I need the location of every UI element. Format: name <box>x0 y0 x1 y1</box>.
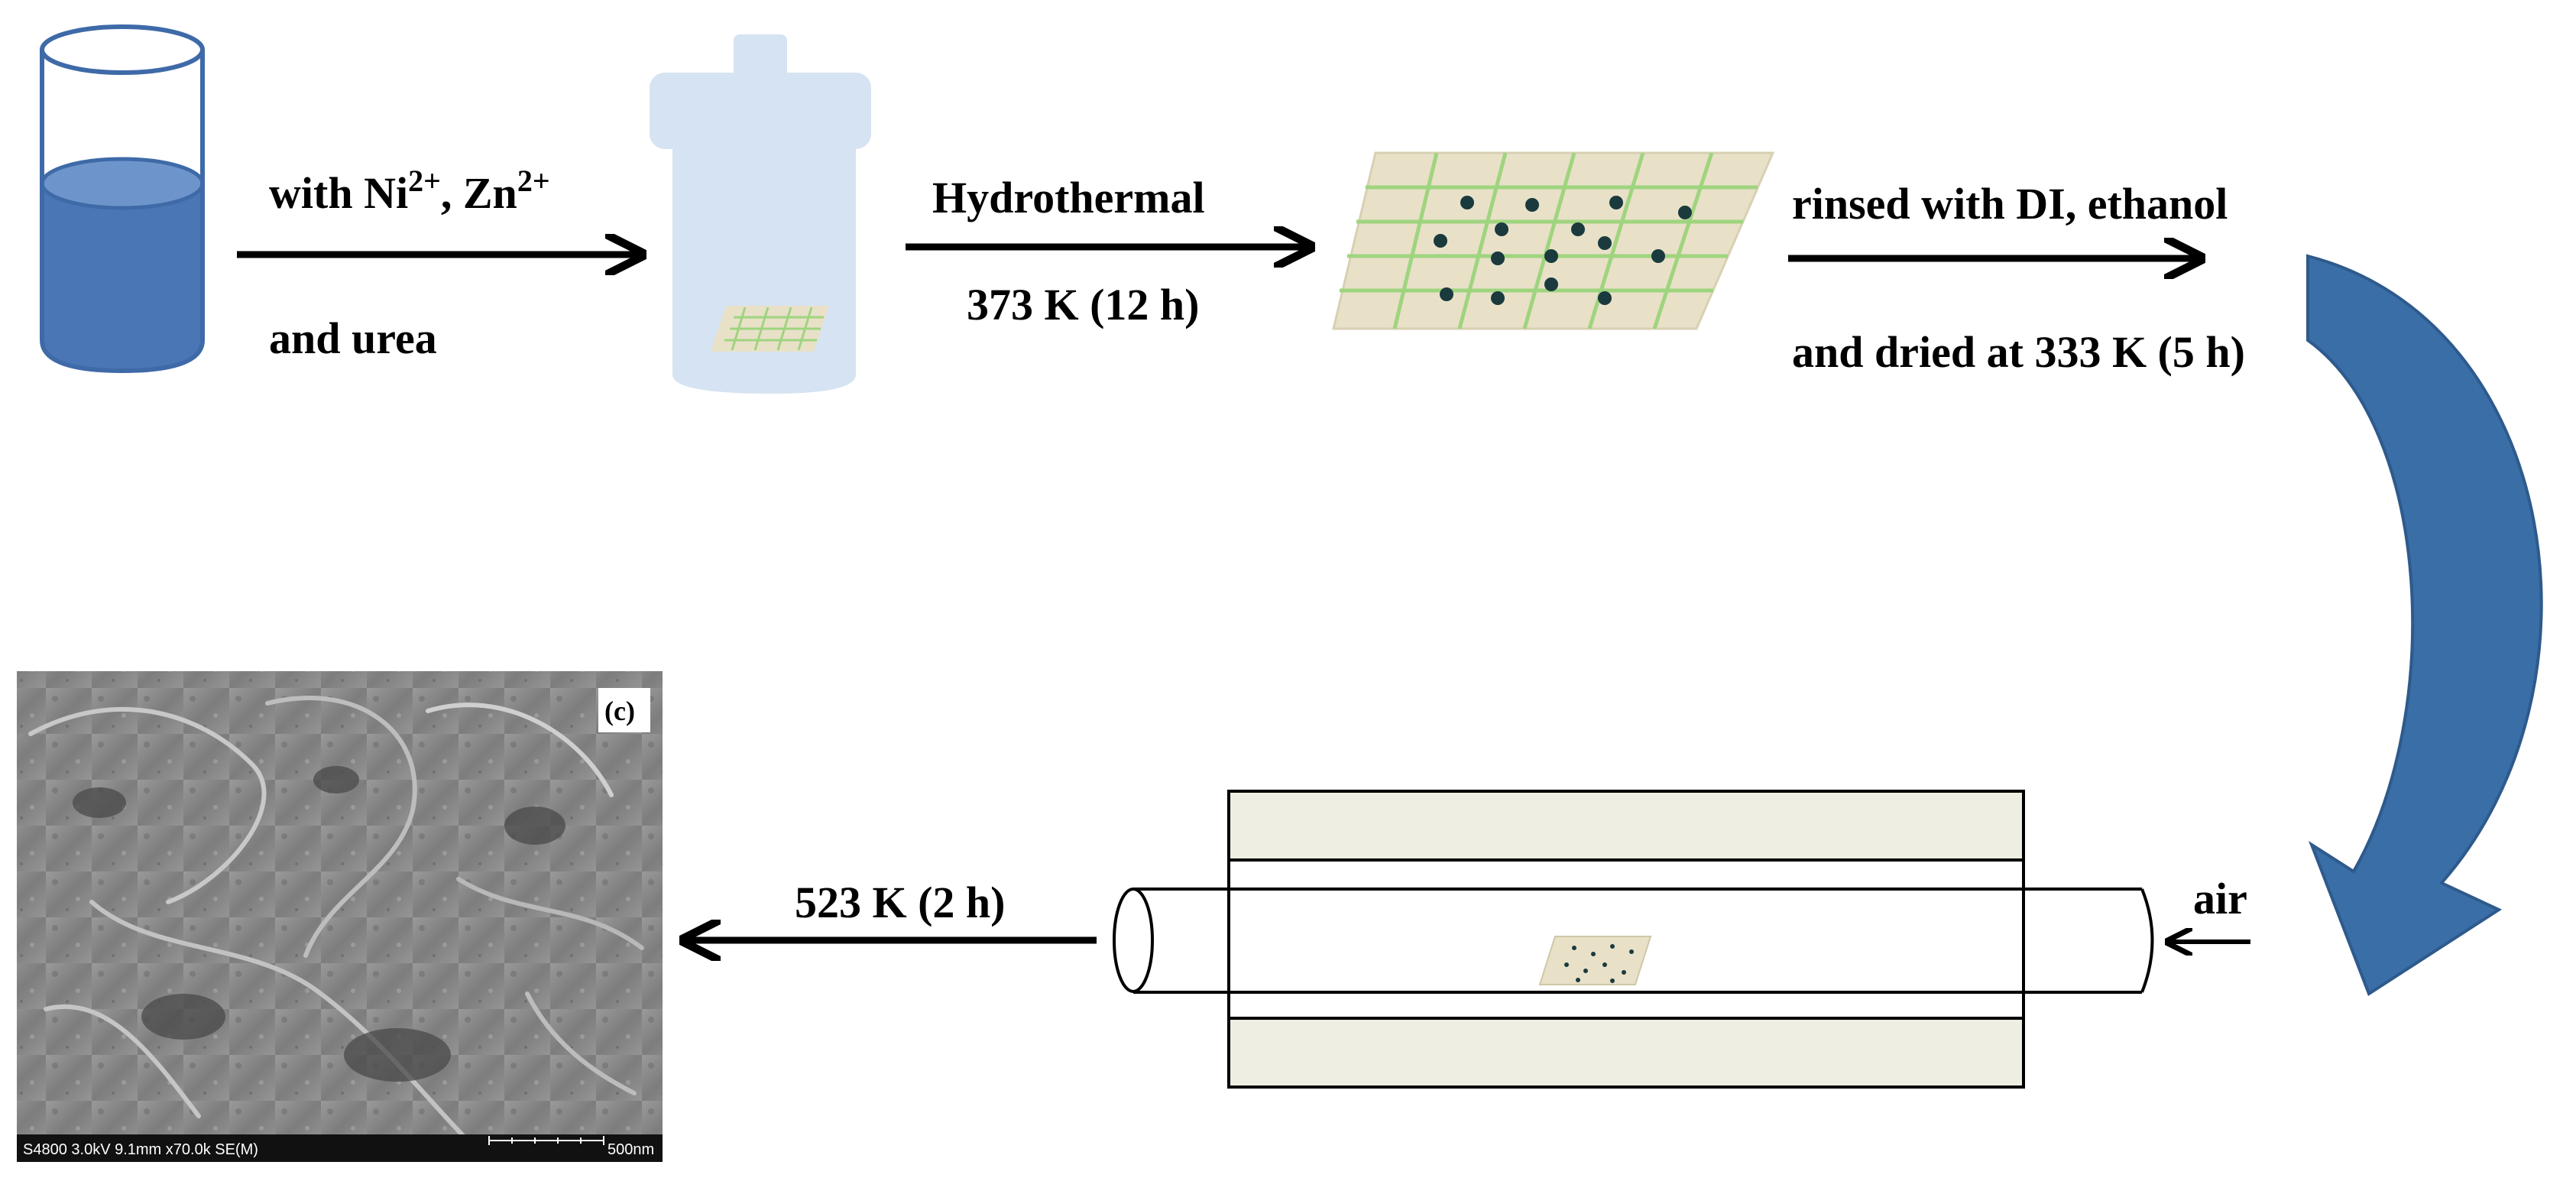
step4-label: 523 K (2 h) <box>795 878 1006 927</box>
substrate-grid <box>1340 152 1758 329</box>
step2-label-bottom: 373 K (12 h) <box>967 280 1200 329</box>
particles <box>1434 196 1692 305</box>
tube-left-end <box>1113 888 1154 993</box>
substrate-with-particles <box>1332 151 1775 330</box>
beaker-wall <box>40 50 205 374</box>
step1-label-top: with Ni2+, Zn2+ <box>269 164 550 219</box>
beaker-rim <box>40 24 205 75</box>
tube-right-end <box>2140 888 2154 993</box>
substrate-in-autoclave <box>711 306 829 352</box>
curved-arrow <box>2306 254 2543 997</box>
furnace-top-block <box>1227 790 2025 862</box>
step1-label-bottom: and urea <box>269 313 437 363</box>
beaker-liquid <box>42 183 203 371</box>
sem-pores <box>73 766 565 1082</box>
sem-scale-text: 500nm <box>608 1141 654 1158</box>
step3-label-top: rinsed with DI, ethanol <box>1792 179 2228 229</box>
sem-info-bar <box>17 1134 663 1162</box>
step3-label-bottom: and dried at 333 K (5 h) <box>1792 327 2245 377</box>
sem-panel-label-box <box>598 688 650 732</box>
furnace-bottom-block <box>1227 1017 2025 1089</box>
tube-furnace <box>1113 790 2154 1089</box>
sem-flakes <box>28 695 644 1149</box>
sem-info-text: S4800 3.0kV 9.1mm x70.0k SE(M) <box>23 1141 258 1158</box>
step2-label-top: Hydrothermal <box>932 173 1205 222</box>
sem-scale-bar <box>488 1136 604 1145</box>
sample-in-furnace <box>1538 936 1652 985</box>
sem-image: (c) S4800 3.0kV 9.1mm x70.0k SE(M) 500nm <box>17 671 663 1162</box>
beaker <box>40 24 205 374</box>
air-label: air <box>2193 874 2247 923</box>
sem-panel-label: (c) <box>604 696 635 726</box>
beaker-liquid-surface <box>40 157 205 210</box>
